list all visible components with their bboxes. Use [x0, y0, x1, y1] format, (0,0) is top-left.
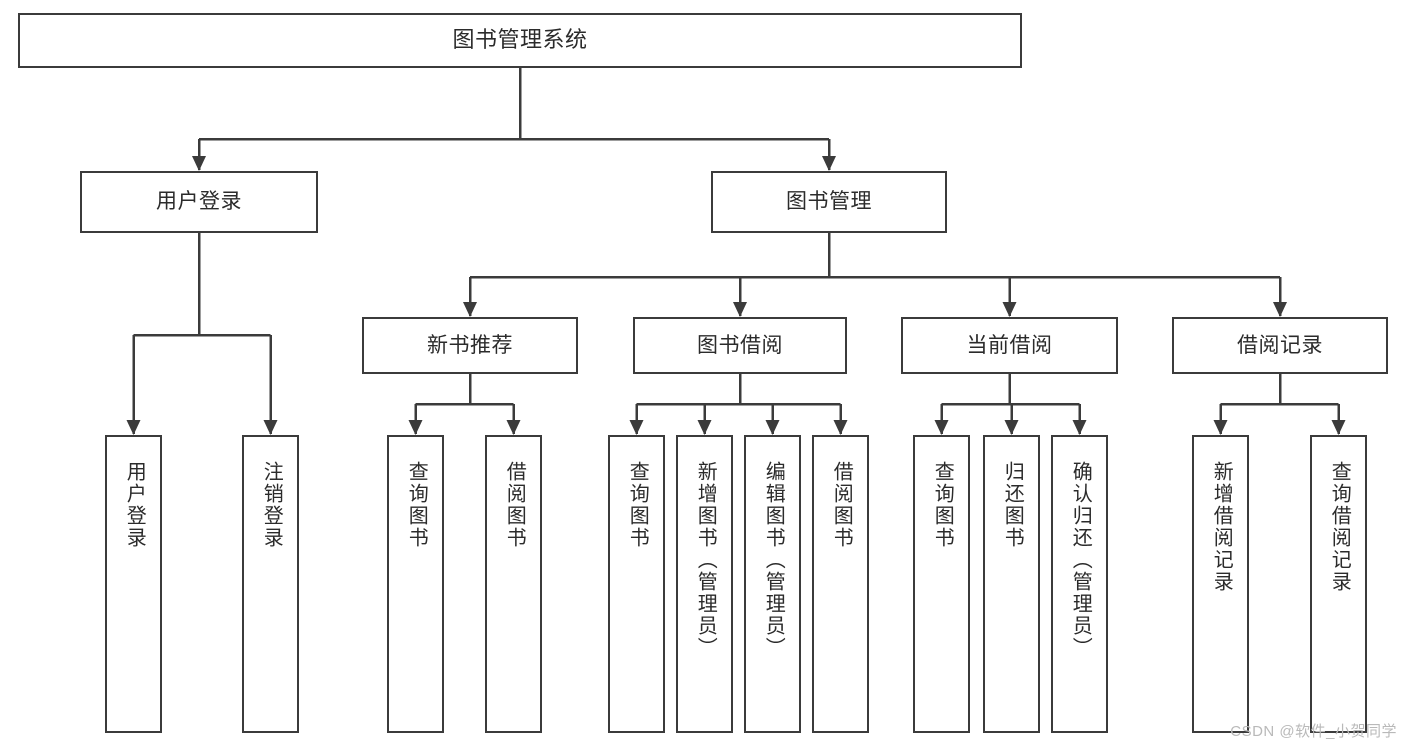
- node-new-book-rec[interactable]: 新书推荐: [362, 317, 578, 374]
- node-label: 查询借阅记录: [1328, 461, 1351, 593]
- node-current-borrow[interactable]: 当前借阅: [901, 317, 1118, 374]
- node-label: 新书推荐: [427, 333, 513, 357]
- node-label: 确认归还（管理员）: [1069, 461, 1092, 659]
- arrowhead: [506, 420, 521, 435]
- node-leaf-return[interactable]: 归还图书: [983, 435, 1040, 733]
- arrowhead: [1213, 420, 1228, 435]
- csdn-watermark: CSDN @软件_小贺同学: [1230, 723, 1397, 740]
- node-leaf-q-book-1[interactable]: 查询图书: [387, 435, 444, 733]
- node-user-login[interactable]: 用户登录: [80, 171, 318, 233]
- node-label: 编辑图书（管理员）: [762, 461, 785, 659]
- arrowhead: [192, 156, 206, 171]
- node-leaf-confirm[interactable]: 确认归还（管理员）: [1051, 435, 1108, 733]
- arrowhead: [822, 156, 836, 171]
- node-leaf-logout[interactable]: 注销登录: [242, 435, 299, 733]
- node-label: 图书管理系统: [452, 27, 588, 53]
- node-book-manage[interactable]: 图书管理: [711, 171, 947, 233]
- node-borrow-record[interactable]: 借阅记录: [1172, 317, 1388, 374]
- arrowhead: [463, 302, 477, 317]
- arrowhead: [629, 420, 644, 435]
- arrowhead: [833, 420, 848, 435]
- arrowhead: [1002, 302, 1017, 317]
- node-label: 图书借阅: [697, 333, 783, 357]
- node-label: 用户登录: [156, 190, 242, 214]
- arrowhead: [1004, 420, 1019, 435]
- node-leaf-add-rec[interactable]: 新增借阅记录: [1192, 435, 1249, 733]
- node-label: 借阅图书: [503, 461, 526, 549]
- node-book-borrow[interactable]: 图书借阅: [633, 317, 847, 374]
- node-leaf-q-book-2[interactable]: 查询图书: [608, 435, 665, 733]
- node-label: 当前借阅: [966, 333, 1053, 357]
- node-label: 借阅图书: [830, 461, 853, 549]
- arrowhead: [1273, 302, 1287, 317]
- arrowhead: [765, 420, 780, 435]
- arrowhead: [1331, 420, 1346, 435]
- node-leaf-borrow-2[interactable]: 借阅图书: [812, 435, 869, 733]
- arrowhead: [1072, 420, 1087, 435]
- node-root[interactable]: 图书管理系统: [18, 13, 1022, 68]
- arrowhead: [733, 302, 747, 317]
- node-label: 查询图书: [626, 461, 649, 549]
- arrowhead: [263, 420, 278, 435]
- node-leaf-q-book-3[interactable]: 查询图书: [913, 435, 970, 733]
- node-label: 图书管理: [786, 190, 872, 214]
- node-leaf-borrow-1[interactable]: 借阅图书: [485, 435, 542, 733]
- node-label: 查询图书: [405, 461, 428, 549]
- node-label: 注销登录: [260, 461, 283, 549]
- node-leaf-q-rec[interactable]: 查询借阅记录: [1310, 435, 1367, 733]
- node-label: 用户登录: [123, 461, 146, 549]
- arrowhead: [697, 420, 712, 435]
- arrowhead: [408, 420, 423, 435]
- arrowhead: [934, 420, 949, 435]
- node-label: 借阅记录: [1237, 333, 1323, 357]
- node-label: 查询图书: [931, 461, 954, 549]
- node-label: 新增图书（管理员）: [694, 461, 717, 659]
- node-label: 新增借阅记录: [1210, 461, 1233, 593]
- node-leaf-add-book[interactable]: 新增图书（管理员）: [676, 435, 733, 733]
- node-leaf-edit-book[interactable]: 编辑图书（管理员）: [744, 435, 801, 733]
- arrowhead: [126, 420, 141, 435]
- node-label: 归还图书: [1001, 461, 1024, 549]
- node-leaf-user-login[interactable]: 用户登录: [105, 435, 162, 733]
